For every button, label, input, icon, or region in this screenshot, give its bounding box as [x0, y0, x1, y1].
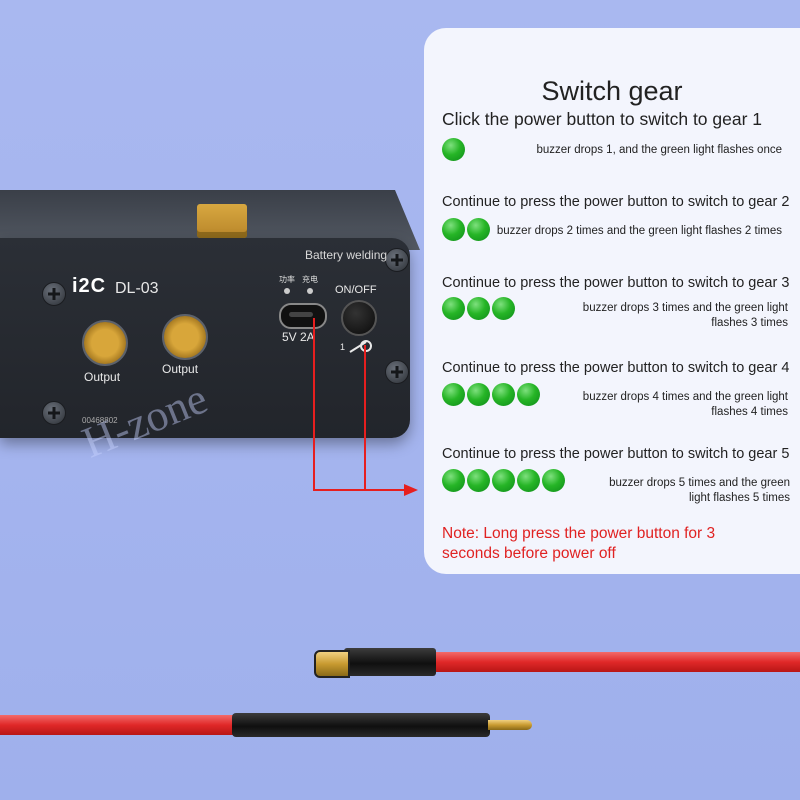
gear-4-desc-line1: buzzer drops 4 times and the green light [582, 391, 788, 403]
cable-sleeve-upper [344, 648, 436, 676]
screw-icon [42, 401, 66, 425]
screw-icon [385, 360, 409, 384]
gear-5-desc-line2: light flashes 5 times [689, 492, 790, 504]
gear-2-leds [442, 218, 490, 241]
green-led-icon [442, 383, 465, 406]
green-led-icon [517, 469, 540, 492]
output-right-label: Output [162, 362, 199, 376]
green-led-icon [442, 469, 465, 492]
serial-number: 00468802 [82, 416, 118, 425]
gear-switch-icon [349, 340, 372, 353]
gear-3-heading: Continue to press the power button to sw… [442, 275, 790, 291]
gear-5-heading: Continue to press the power button to sw… [442, 446, 790, 462]
gear-4-leds [442, 383, 540, 406]
panel-title: Switch gear [541, 76, 683, 106]
gear-indicator-label: 1 [340, 342, 346, 352]
green-led-icon [442, 297, 465, 320]
screw-icon [42, 282, 66, 306]
gear-1-leds [442, 138, 465, 161]
green-led-icon [492, 383, 515, 406]
green-led-icon [467, 297, 490, 320]
green-led-icon [542, 469, 565, 492]
cable-sleeve-lower [232, 713, 490, 737]
switch-gear-panel: Switch gear Click the power button to sw… [424, 28, 800, 574]
voltage-label: 5V 2A [282, 330, 315, 344]
gear-4-desc: buzzer drops 4 times and the green light… [583, 390, 788, 420]
green-led-icon [442, 138, 465, 161]
gear-2-heading: Continue to press the power button to sw… [442, 194, 790, 210]
gear-2-desc: buzzer drops 2 times and the green light… [496, 225, 782, 237]
gear-3-desc-line1: buzzer drops 3 times and the green light [582, 302, 788, 314]
green-led-icon [442, 218, 465, 241]
gear-5-desc: buzzer drops 5 times and the green light… [609, 476, 790, 506]
probe-pin-lower [488, 720, 532, 730]
output-port-left [82, 320, 128, 366]
green-led-icon [467, 383, 490, 406]
pointer-arrow-icon [404, 484, 418, 496]
gear-4-desc-line2: flashes 4 times [711, 406, 788, 418]
brand-logo: i2C [72, 275, 107, 297]
gear-3-desc: buzzer drops 3 times and the green light… [583, 301, 788, 331]
output-left-label: Output [84, 370, 121, 384]
charge-led-label: 充电 [302, 275, 318, 284]
onoff-label: ON/OFF [335, 284, 377, 296]
power-off-note: Note: Long press the power button for 3 … [442, 524, 782, 564]
probe-tip-upper [314, 650, 350, 678]
output-port-right [162, 314, 208, 360]
gear-1-heading: Click the power button to switch to gear… [442, 109, 763, 129]
red-cable-lower [0, 715, 238, 735]
pointer-line [364, 345, 366, 490]
gear-3-leds [442, 297, 515, 320]
note-line2: seconds before power off [442, 545, 616, 562]
green-led-icon [492, 469, 515, 492]
red-cable-upper [430, 652, 800, 672]
battery-welding-label: Battery welding [305, 248, 388, 262]
green-led-icon [492, 297, 515, 320]
pointer-line [313, 489, 406, 491]
gear-3-desc-line2: flashes 3 times [711, 317, 788, 329]
screw-icon [385, 248, 409, 272]
green-led-icon [517, 383, 540, 406]
model-label: DL-03 [115, 280, 159, 297]
green-led-icon [467, 469, 490, 492]
gear-4-heading: Continue to press the power button to sw… [442, 360, 790, 376]
gear-5-leds [442, 469, 565, 492]
gear-5-desc-line1: buzzer drops 5 times and the green [609, 477, 790, 489]
usb-c-port [279, 303, 327, 329]
power-button[interactable] [341, 300, 377, 336]
charge-led-icon [307, 288, 313, 294]
power-led-label: 功率 [279, 275, 295, 284]
power-led-icon [284, 288, 290, 294]
green-led-icon [467, 218, 490, 241]
gear-1-desc: buzzer drops 1, and the green light flas… [536, 144, 783, 156]
xt60-connector [197, 204, 247, 238]
pointer-line [313, 318, 315, 490]
note-line1: Note: Long press the power button for 3 [442, 525, 716, 542]
